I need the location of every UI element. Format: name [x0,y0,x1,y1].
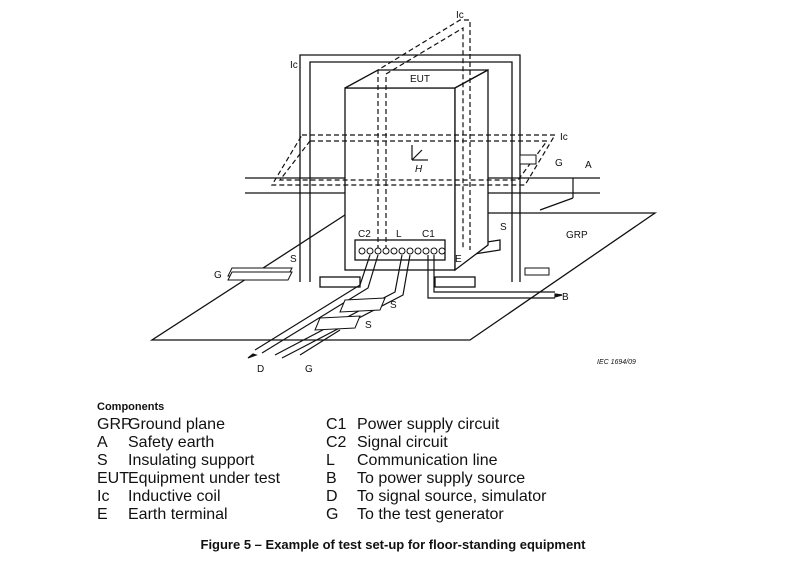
eut-label: EUT [410,74,430,85]
legend-code: A [97,434,108,451]
legend-desc: Earth terminal [128,506,228,523]
legend-desc: Signal circuit [357,434,448,451]
legend-code: S [97,452,108,469]
s-label-cable1: S [390,300,397,311]
c2-label: C2 [358,229,371,240]
e-label: E [455,254,462,265]
g-label-left: G [214,270,222,281]
inductive-coil-horizontal [270,134,557,186]
legend-code: GRP [97,416,132,433]
legend-code: Ic [97,488,110,505]
legend-code: G [326,506,339,523]
s-label-right: S [500,222,507,233]
signal-cable [254,254,371,351]
s-label-cable2: S [365,320,372,331]
c1-label: C1 [422,229,435,240]
legend-code: L [326,452,335,469]
g-label-bottom: G [305,364,313,375]
eut-cabinet [344,87,456,271]
legend-code: C2 [326,434,347,451]
coupling-clamps [227,154,550,331]
iec-reference: IEC 1694/09 [597,359,636,366]
power-cable [433,255,555,293]
inductive-coil-vertical [309,61,513,282]
test-setup-diagram: Ic Ic EUT Ic H G A GRP C2 L C1 S S G E B… [149,10,658,375]
comm-cable [281,254,411,359]
generator-cable [299,329,341,356]
signal-cable [261,254,379,354]
ic-label-top: Ic [456,10,464,21]
legend-code: D [326,488,338,505]
a-label: A [585,160,592,171]
legend-code: EUT [97,470,129,487]
ic-label-left: Ic [290,60,298,71]
legend-code: C1 [326,416,347,433]
legend-desc: Safety earth [128,434,215,451]
b-label: B [562,292,569,303]
terminal-block [358,247,446,255]
inductive-coil-through [377,19,471,250]
s-label-left: S [290,254,297,265]
ground-plane [149,212,658,341]
legend-desc: Ground plane [128,416,225,433]
legend-title: Components [97,401,165,413]
legend-desc: Insulating support [128,452,255,469]
g-label-right: G [555,158,563,169]
inductive-coil-vertical [299,54,521,282]
legend-desc: Communication line [357,452,498,469]
h-label: H [415,164,423,175]
legend-desc: To signal source, simulator [357,488,547,505]
inductive-coil-horizontal [278,140,549,181]
insulating-support [434,276,476,288]
figure-caption: Figure 5 – Example of test set-up for fl… [200,537,586,552]
cable-direction-arrows [247,293,563,359]
legend-desc: Inductive coil [128,488,221,505]
inductive-coil-through [385,26,464,250]
safety-earth-line [539,197,574,211]
eut-cabinet-side [454,68,489,272]
legend-desc: To power supply source [357,470,526,487]
field-direction-mark [411,145,428,161]
grp-label: GRP [566,230,588,241]
power-cable [427,255,555,299]
legend-code: B [326,470,337,487]
ic-label-right: Ic [560,132,568,143]
legend-desc: Power supply circuit [357,416,500,433]
legend-code: E [97,506,108,523]
d-label: D [257,364,264,375]
comm-cable [274,254,403,356]
components-legend: Components [97,398,164,416]
insulating-support [319,276,361,288]
l-label: L [396,229,402,240]
legend-desc: To the test generator [357,506,504,523]
legend-desc: Equipment under test [128,470,281,487]
